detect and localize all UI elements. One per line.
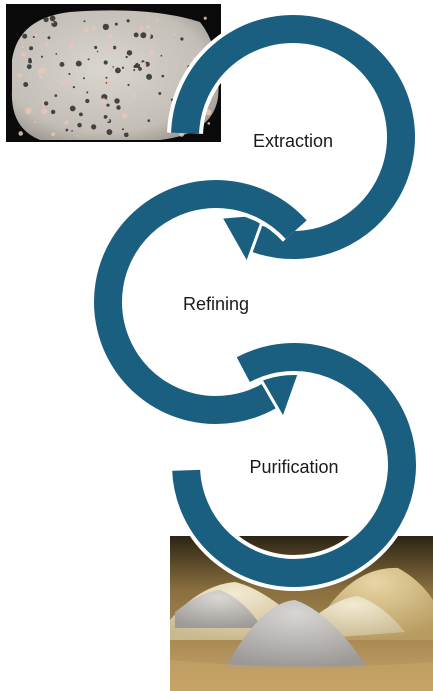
step-label-purification: Purification <box>249 457 338 477</box>
cycle-arrows <box>90 11 420 591</box>
arrow-refining <box>90 176 310 428</box>
arrow-extraction <box>167 11 419 265</box>
step-label-extraction: Extraction <box>253 131 333 151</box>
step-label-refining: Refining <box>183 294 249 314</box>
arrow-purification <box>157 339 420 591</box>
